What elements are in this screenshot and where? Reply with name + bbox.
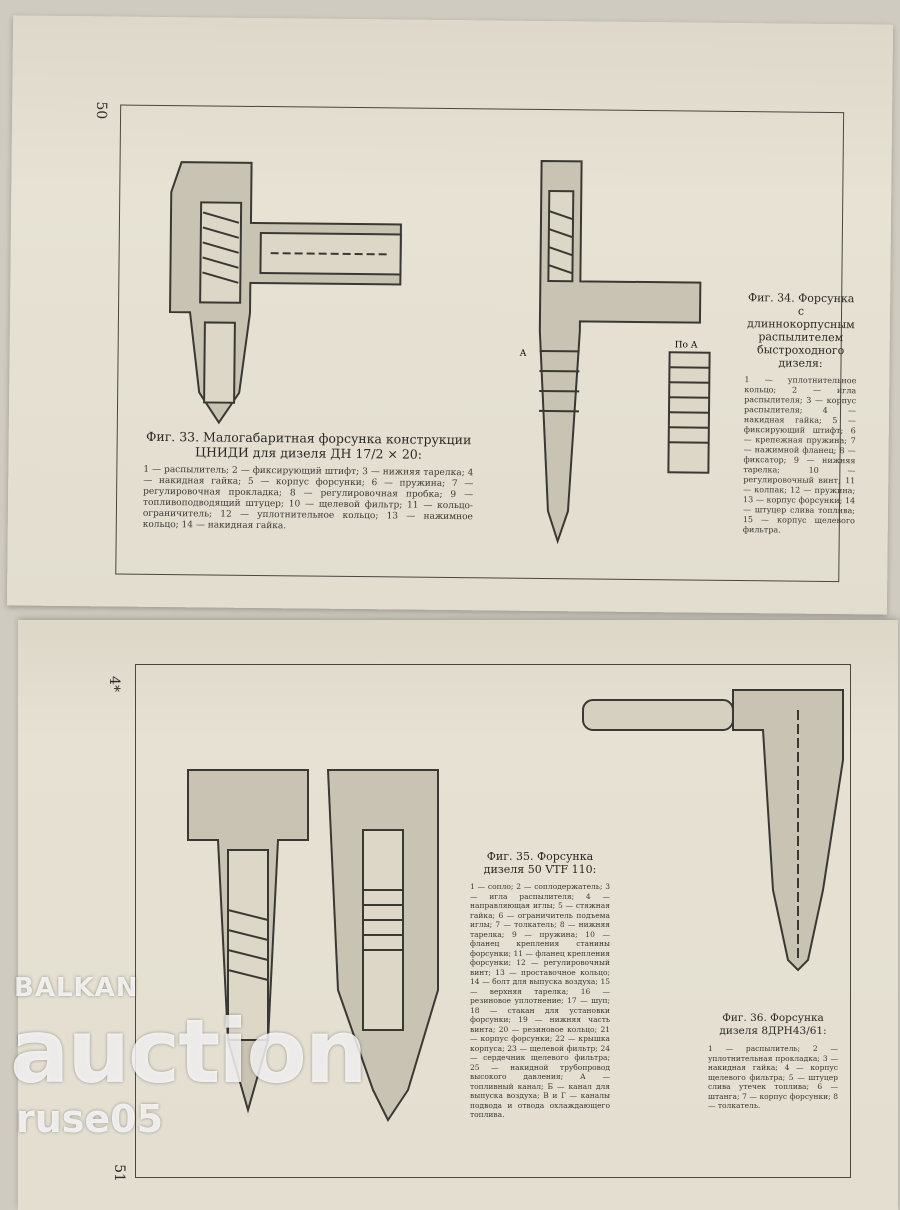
fig33-drawing: [169, 161, 402, 425]
fig36-caption: Фиг. 36. Форсунка дизеля 8ДРН43/61: 1 — …: [708, 1012, 838, 1111]
fig36-legend: 1 — распылитель; 2 — уплотнительная прок…: [708, 1044, 838, 1110]
fig36-drawing: [582, 689, 844, 972]
fig33-legend: 1 — распылитель; 2 — фиксирующий штифт; …: [142, 464, 474, 532]
fig35-caption: Фиг. 35. Форсунка дизеля 50 VTF 110: 1 —…: [470, 850, 610, 1120]
top-book-page: 50 По А А Фиг. 33. Малогабаритная форсун…: [6, 15, 894, 615]
signature-mark: 4*: [105, 676, 122, 692]
watermark-ruse05: ruse05: [16, 1097, 164, 1141]
arrow-label: А: [520, 349, 527, 359]
fig36-title: Фиг. 36. Форсунка дизеля 8ДРН43/61:: [719, 1012, 827, 1037]
page-number: 50: [92, 101, 110, 120]
fig33-caption: Фиг. 33. Малогабаритная форсунка констру…: [143, 429, 474, 534]
fig34-caption: Фиг. 34. Форсунка с длиннокорпусным расп…: [743, 291, 858, 536]
section-label: По А: [675, 340, 698, 350]
watermark-auction: auction: [10, 1000, 368, 1103]
fig34-title: Фиг. 34. Форсунка с длиннокорпусным расп…: [747, 291, 855, 370]
fig35-drawing: [187, 769, 439, 1122]
fig35-legend: 1 — сопло; 2 — соплодержатель; 3 — игла …: [470, 882, 610, 1119]
page-number: 51: [110, 1164, 127, 1182]
bottom-book-page: 4* 51 Фиг. 35. Форсунка дизеля 50 VTF 11…: [18, 620, 898, 1210]
fig34-drawing: По А А: [520, 159, 711, 545]
watermark-balkan: BALKAN: [14, 973, 139, 1003]
fig35-title: Фиг. 35. Форсунка дизеля 50 VTF 110:: [483, 850, 597, 876]
bottom-page-frame: [135, 664, 851, 1178]
fig33-title: Фиг. 33. Малогабаритная форсунка констру…: [145, 428, 472, 462]
fig34-legend: 1 — уплотнительное кольцо; 2 — игла расп…: [742, 375, 857, 535]
